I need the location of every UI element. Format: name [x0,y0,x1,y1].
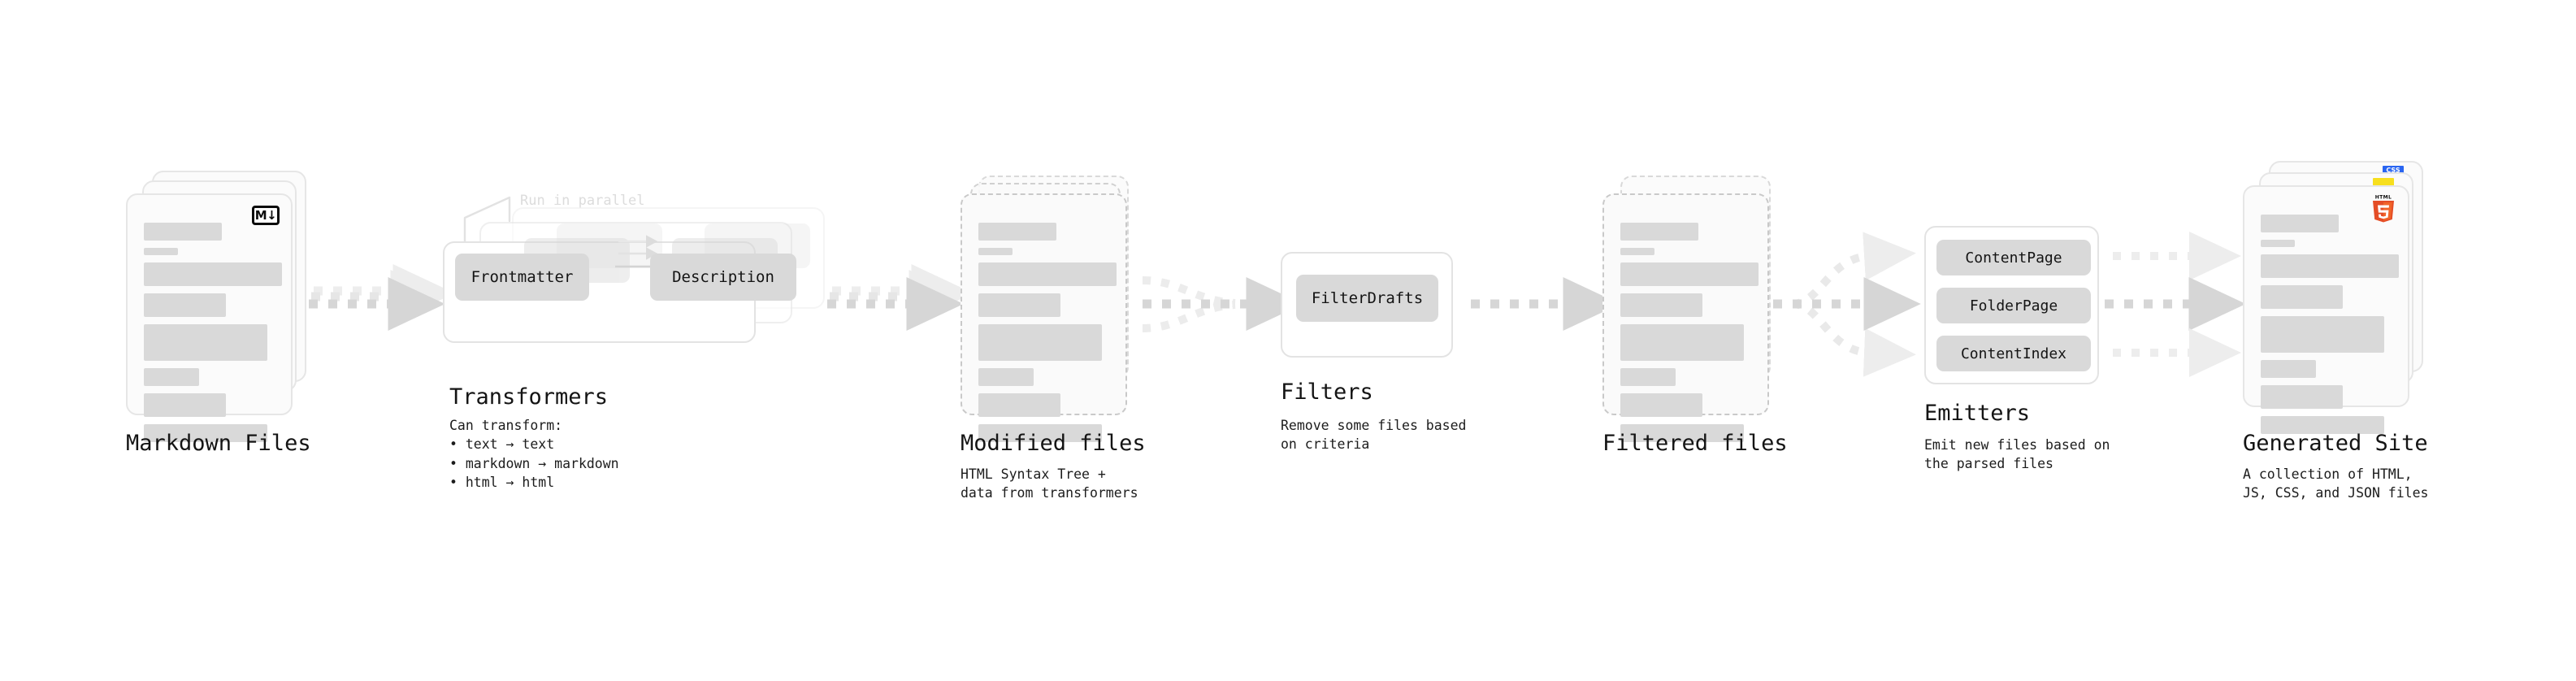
emitters-pill-contentpage[interactable]: ContentPage [1936,240,2091,275]
doc-line [144,248,178,255]
emitters-pill-contentindex[interactable]: ContentIndex [1936,336,2091,371]
doc-line [978,248,1013,255]
flow-markdown-to-transformers [309,264,450,331]
filtered-file-card-front [1602,193,1769,442]
doc-line [978,223,1056,241]
doc-line [978,393,1060,417]
flow-modified-to-filters [1142,276,1303,332]
doc-line [2261,316,2384,353]
stage-title-transformers: Transformers [449,384,609,410]
transformer-inner-arrows [615,235,663,273]
flow-emitters-to-site [2105,232,2246,377]
modified-file-content-lines [978,223,1117,449]
doc-line [1620,248,1654,255]
doc-line [144,324,267,361]
markdown-icon: M↓ [252,206,280,225]
emitters-pill-folderpage[interactable]: FolderPage [1936,288,2091,323]
doc-line [144,293,226,317]
filtered-files-stack [1602,176,1789,442]
generated-site-stack: CSS HTML [2243,161,2438,434]
doc-line [1620,424,1744,442]
doc-line [1620,262,1759,286]
flow-transformers-to-modified [827,264,969,331]
markdown-file-card-front: M↓ [126,193,293,442]
doc-line [2261,285,2343,309]
generated-file-content-lines [2261,215,2399,441]
doc-line [2261,240,2295,247]
doc-line [978,262,1117,286]
doc-line [1620,293,1702,317]
doc-line [2261,215,2339,232]
doc-line [978,293,1060,317]
svg-text:HTML: HTML [2375,195,2392,201]
html5-icon: HTML [2373,195,2394,223]
markdown-file-content-lines [144,223,282,449]
modified-files-stack [961,176,1147,442]
stage-title-generated-site: Generated Site [2243,431,2428,456]
doc-line [2261,360,2316,378]
doc-line [144,424,267,442]
transformer-pill-description[interactable]: Description [650,254,796,301]
css-badge: CSS [2383,166,2404,174]
stage-subtitle-transformers: Can transform: • text → text • markdown … [449,418,619,491]
filters-pill-filterdrafts[interactable]: FilterDrafts [1296,275,1438,322]
stage-title-filters: Filters [1281,380,1373,405]
doc-line [144,393,226,417]
stage-subtitle-emitters: Emit new files based on the parsed files [1924,437,2110,472]
transformers-group: · · · · Frontmatter Description [443,207,825,345]
stage-subtitle-generated-site: A collection of HTML, JS, CSS, and JSON … [2243,466,2429,501]
modified-file-card-front [961,193,1127,442]
stage-title-filtered-files: Filtered files [1602,431,1788,456]
stage-subtitle-filters: Remove some files based on criteria [1281,418,1467,453]
generated-file-card-html: HTML [2243,185,2409,434]
filters-group-box: FilterDrafts [1281,252,1453,358]
markdown-files-stack: M↓ [126,171,321,442]
doc-line [1620,324,1744,361]
stage-title-markdown-files: Markdown Files [126,431,311,456]
doc-line [978,424,1102,442]
doc-line [1620,223,1698,241]
emitters-group-box: ContentPage FolderPage ContentIndex [1924,226,2099,384]
doc-line [978,324,1102,361]
stage-title-emitters: Emitters [1924,401,2031,426]
doc-line [2261,385,2343,409]
doc-line [978,368,1034,386]
doc-line [2261,416,2384,434]
stage-title-modified-files: Modified files [961,431,1146,456]
doc-line [1620,393,1702,417]
stage-subtitle-modified-files: HTML Syntax Tree + data from transformer… [961,466,1138,501]
doc-line [144,223,222,241]
doc-line [144,368,199,386]
doc-line [1620,368,1676,386]
filtered-file-content-lines [1620,223,1759,449]
transformer-pill-frontmatter[interactable]: Frontmatter [455,254,589,301]
doc-line [2261,254,2399,278]
doc-line [144,262,282,286]
run-in-parallel-label: Run in parallel [520,193,645,209]
